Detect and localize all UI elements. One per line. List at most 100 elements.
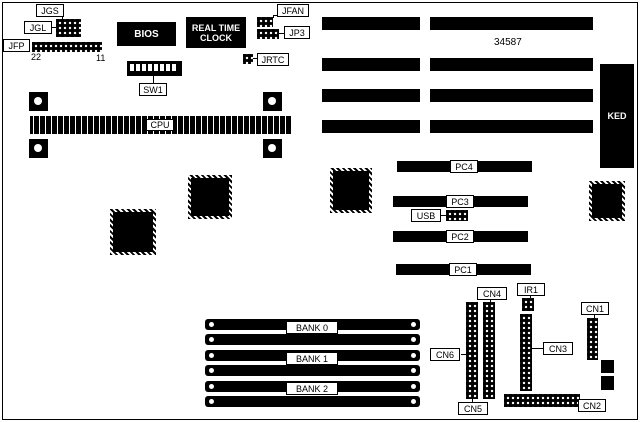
cn4-header-strip [483,302,495,399]
jfan-header [257,17,273,27]
pci-slot-pc2-label: PC2 [446,230,474,243]
ic-chip [110,209,156,255]
cn2-label: CN2 [578,399,606,412]
mounting-hole [34,144,42,152]
isa-slot-segment [322,89,420,102]
isa-slot-segment [430,58,593,71]
leader-line [594,315,595,318]
isa-slot-segment [322,120,420,133]
isa-slot-segment [430,17,593,30]
pci-slot-pc1-label: PC1 [449,263,477,276]
socket-hole [411,399,416,404]
cn1-header [587,318,598,360]
cn2-header-strip [504,394,580,407]
cn3-label: CN3 [543,342,573,355]
socket-hole [411,368,416,373]
ic-chip [330,168,372,213]
aux-connector [601,360,614,373]
part-number-text: 34587 [494,37,522,48]
leader-line [532,348,543,349]
leader-line [273,15,278,16]
dip-switch-position [160,64,164,71]
socket-hole [411,322,416,327]
jfp-pin-header [32,42,102,52]
socket-hole [411,337,416,342]
leader-line [490,300,491,302]
bank1-label: BANK 1 [286,352,338,365]
bank2-label: BANK 2 [286,382,338,395]
ir1-label: IR1 [517,283,545,296]
socket-hole [411,384,416,389]
bank0-label: BANK 0 [286,321,338,334]
leader-line [52,27,56,28]
leader-line [530,296,531,298]
leader-line [153,76,154,83]
mounting-hole [268,144,276,152]
jfan-label: JFAN [277,4,309,17]
cn5-label: CN5 [458,402,488,415]
jgs-jgl-jumper-block [56,19,81,37]
socket-hole [209,337,214,342]
mounting-hole [268,97,276,105]
mounting-hole [34,97,42,105]
rtc-chip: REAL TIME CLOCK [186,17,246,48]
usb-label: USB [411,209,441,222]
rtc-chip-label: REAL TIME CLOCK [191,22,241,43]
jp3-label: JP3 [284,26,310,39]
socket-hole [209,399,214,404]
keyboard-connector: KED [600,64,634,168]
aux-connector [601,376,614,390]
isa-slot-segment [430,120,593,133]
socket-hole [411,353,416,358]
dip-switch-position [148,64,152,71]
bios-chip: BIOS [117,22,176,46]
socket-hole [209,322,214,327]
leader-line [441,215,446,216]
socket-hole [209,353,214,358]
dip-switch-position [154,64,158,71]
dip-switch-position [172,64,176,71]
ic-chip [188,175,232,219]
leader-line [461,354,466,355]
cn1-label: CN1 [581,302,609,315]
usb-header [446,210,468,221]
isa-slot-segment [430,89,593,102]
sw1-label: SW1 [139,83,167,96]
leader-line [273,15,274,18]
isa-slot-segment [322,17,420,30]
jgs-label: JGS [36,4,64,17]
jrtc-label: JRTC [257,53,289,66]
leader-line [279,33,284,34]
dip-switch-position [166,64,170,71]
dip-switch-position [130,64,134,71]
jp3-header [257,29,279,39]
jfp-pin-22-text: 22 [31,52,42,62]
leader-line [472,399,473,402]
leader-line [253,58,257,59]
jgl-label: JGL [24,21,52,34]
jrtc-header [243,54,253,64]
cn4-label: CN4 [477,287,507,300]
simm-socket [205,396,420,407]
cpu-label: CPU [146,119,174,131]
cn6-label: CN6 [430,348,460,361]
cn6-header-strip [466,302,478,399]
pci-slot-pc4-label: PC4 [450,160,478,173]
keyboard-connector-label: KED [607,111,627,121]
dip-switch-position [142,64,146,71]
simm-socket [205,334,420,345]
socket-hole [209,384,214,389]
socket-hole [209,368,214,373]
dip-switch-position [136,64,140,71]
ir1-header [522,298,534,311]
ic-chip [589,181,625,221]
bios-chip-label: BIOS [134,28,159,40]
jfp-pin-11-text: 11 [96,53,106,63]
simm-socket [205,365,420,376]
pci-slot-pc3-label: PC3 [446,195,474,208]
leader-line [62,17,63,20]
cn3-header-strip [520,314,532,391]
isa-slot-segment [322,58,420,71]
